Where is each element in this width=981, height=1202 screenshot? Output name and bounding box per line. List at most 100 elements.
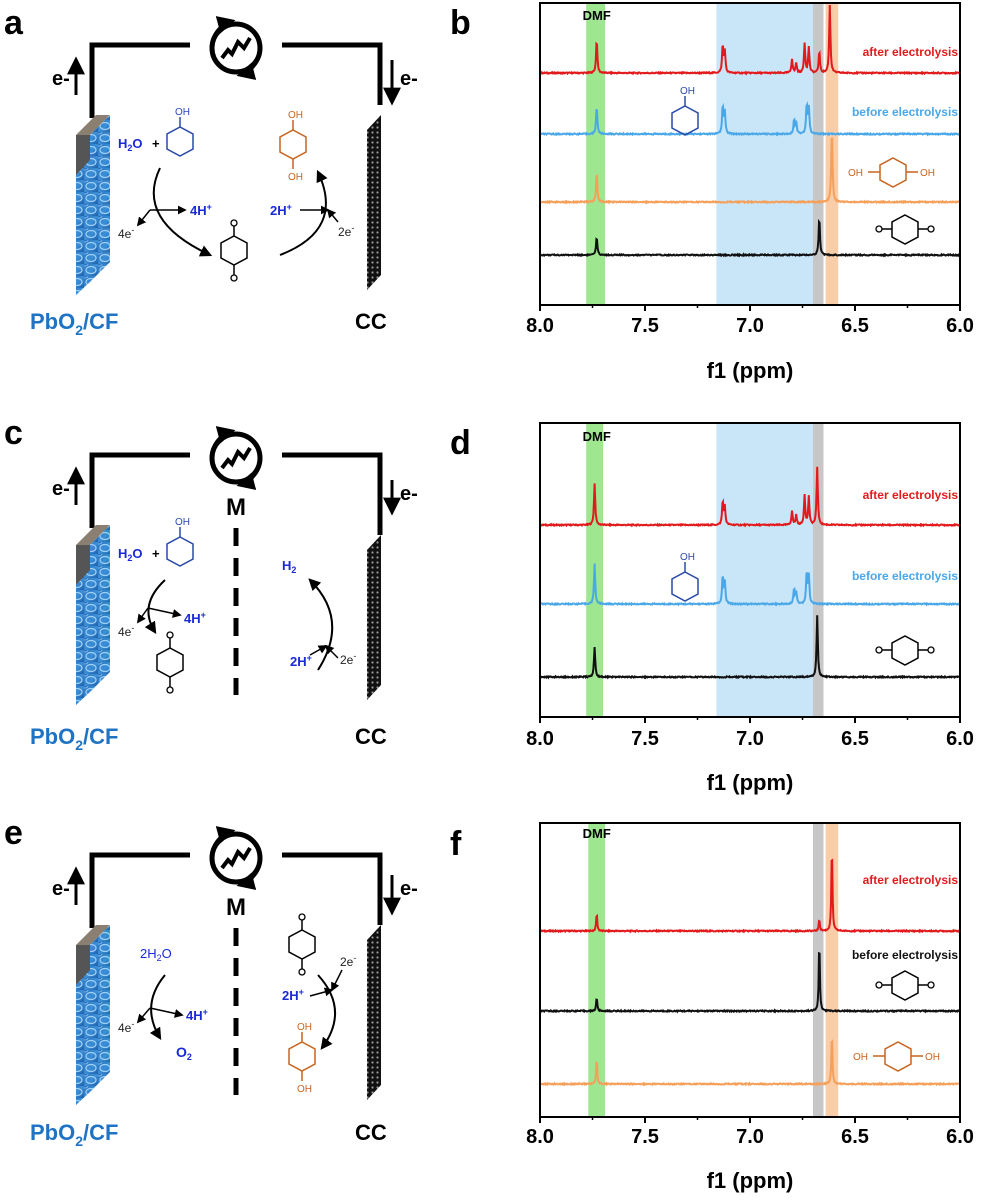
x-tick-label: 6.0 — [946, 1126, 974, 1148]
electron-label-left: e- — [52, 878, 70, 900]
membrane-label: M — [226, 494, 246, 521]
wire-left — [89, 42, 190, 118]
benzoquinone-structure — [288, 913, 316, 976]
spectrum-line — [539, 4, 961, 76]
anode-label: PbO2/CF — [30, 724, 118, 753]
highlight-band — [716, 423, 813, 717]
x-axis-label: f1 (ppm) — [707, 1168, 794, 1193]
svg-text:OH: OH — [853, 1052, 868, 1063]
electrons-label-anode: 4e- — [118, 1019, 134, 1035]
svg-text:OH: OH — [925, 1052, 940, 1063]
protons-label-anode: 4H+ — [184, 610, 206, 626]
svg-text:OH: OH — [175, 107, 190, 118]
plus-sign: + — [152, 136, 160, 151]
nmr-chart-d: d after electrolysis before electrolysis 8… — [450, 422, 974, 795]
water-label: H2O — [118, 136, 143, 153]
protons-label-anode: 4H+ — [190, 202, 212, 218]
scheme-panel-a: a e- e- PbO2/CF CC H2O + OH — [4, 4, 418, 338]
svg-text:OH: OH — [288, 110, 303, 121]
anode-electrode — [76, 525, 110, 705]
panel-label-e: e — [4, 814, 23, 852]
spectrum-line — [539, 466, 961, 528]
spectrum-line — [539, 100, 961, 137]
highlight-band — [716, 3, 813, 305]
svg-text:OH: OH — [288, 172, 303, 183]
electrons-label-cathode: 2e- — [340, 953, 356, 969]
electron-label-left: e- — [52, 478, 70, 500]
spectrum-line — [539, 858, 961, 934]
benzoquinone-inset-d — [875, 635, 935, 666]
water-label: H2O — [118, 546, 143, 563]
anode-label: PbO2/CF — [30, 1120, 118, 1149]
hydroquinone-structure: OH OH — [288, 1022, 316, 1095]
protons-label-cathode: 2H+ — [270, 202, 292, 218]
anode-electrode — [76, 115, 110, 295]
electrons-label-cathode: 2e- — [340, 651, 356, 667]
panel-label-d: d — [450, 424, 471, 462]
electron-label-right: e- — [400, 878, 418, 900]
x-tick-label: 8.0 — [526, 728, 554, 750]
highlight-band — [813, 3, 824, 305]
series-label: before electrolysis — [852, 105, 958, 119]
spectrum-line — [539, 1039, 961, 1087]
cathode-label: CC — [355, 724, 387, 749]
svg-text:OH: OH — [920, 168, 935, 179]
power-plug-icon — [209, 426, 263, 490]
electron-label-right: e- — [400, 483, 418, 505]
panel-label-f: f — [450, 825, 462, 863]
electrons-label-cathode: 2e- — [338, 223, 354, 239]
cathode-label: CC — [355, 309, 387, 334]
x-tick-label: 6.0 — [946, 728, 974, 750]
phenol-structure: OH — [166, 517, 194, 567]
spectrum-line — [539, 563, 961, 607]
hydroquinone-inset-f: OH OH — [853, 1041, 940, 1072]
anode-reaction-arrow — [144, 579, 166, 635]
phenol-inset-b: OH — [671, 86, 699, 136]
anode-label: PbO2/CF — [30, 309, 118, 338]
scheme-panel-e: e M e- e- PbO2/CF CC 2H2O 4H+ 4e- — [4, 814, 418, 1149]
x-tick-label: 7.0 — [736, 728, 764, 750]
x-axis-label: f1 (ppm) — [707, 770, 794, 795]
spectrum-line — [539, 218, 961, 258]
x-tick-label: 7.5 — [631, 1126, 659, 1148]
x-tick-label: 7.0 — [736, 315, 764, 337]
x-tick-label: 8.0 — [526, 315, 554, 337]
spectrum-line — [539, 137, 961, 205]
x-tick-label: 7.5 — [631, 728, 659, 750]
electrons-label-anode: 4e- — [118, 225, 134, 241]
cathode-reaction-arrow — [308, 578, 334, 671]
wire-right — [282, 42, 383, 105]
series-label: after electrolysis — [863, 873, 959, 887]
x-tick-label: 6.0 — [946, 315, 974, 337]
power-plug-icon — [209, 16, 263, 80]
series-label: after electrolysis — [863, 488, 959, 502]
electron-label-right: e- — [400, 68, 418, 90]
water-label: 2H2O — [140, 946, 172, 963]
membrane-label: M — [226, 894, 246, 921]
spectrum-line — [539, 615, 961, 680]
svg-text:OH: OH — [680, 552, 695, 563]
plus-sign: + — [152, 546, 160, 561]
panel-label-a: a — [4, 4, 24, 42]
hydroquinone-structure: OH OH — [279, 110, 307, 183]
x-tick-label: 7.0 — [736, 1126, 764, 1148]
protons-label-cathode: 2H+ — [290, 653, 312, 669]
electrons-label-anode: 4e- — [118, 623, 134, 639]
x-tick-label: 7.5 — [631, 315, 659, 337]
highlight-band — [588, 823, 606, 1117]
anode-electrode — [76, 925, 110, 1105]
anode-reaction-arrow — [152, 167, 213, 257]
scheme-panel-c: c M e- e- PbO2/CF CC H2O + OH — [4, 414, 418, 753]
panel-label-c: c — [4, 414, 23, 452]
series-label: before electrolysis — [852, 948, 958, 962]
cathode-reaction-arrow — [317, 974, 336, 1050]
anode-gas-label: O2 — [176, 1044, 192, 1062]
phenol-structure: OH — [166, 107, 194, 157]
hydroquinone-inset-b: OH OH — [848, 157, 935, 188]
anode-reaction-arrow — [149, 974, 166, 1041]
x-tick-label: 6.5 — [841, 1126, 869, 1148]
dmf-annotation: DMF — [583, 826, 611, 841]
series-label: before electrolysis — [852, 569, 958, 583]
